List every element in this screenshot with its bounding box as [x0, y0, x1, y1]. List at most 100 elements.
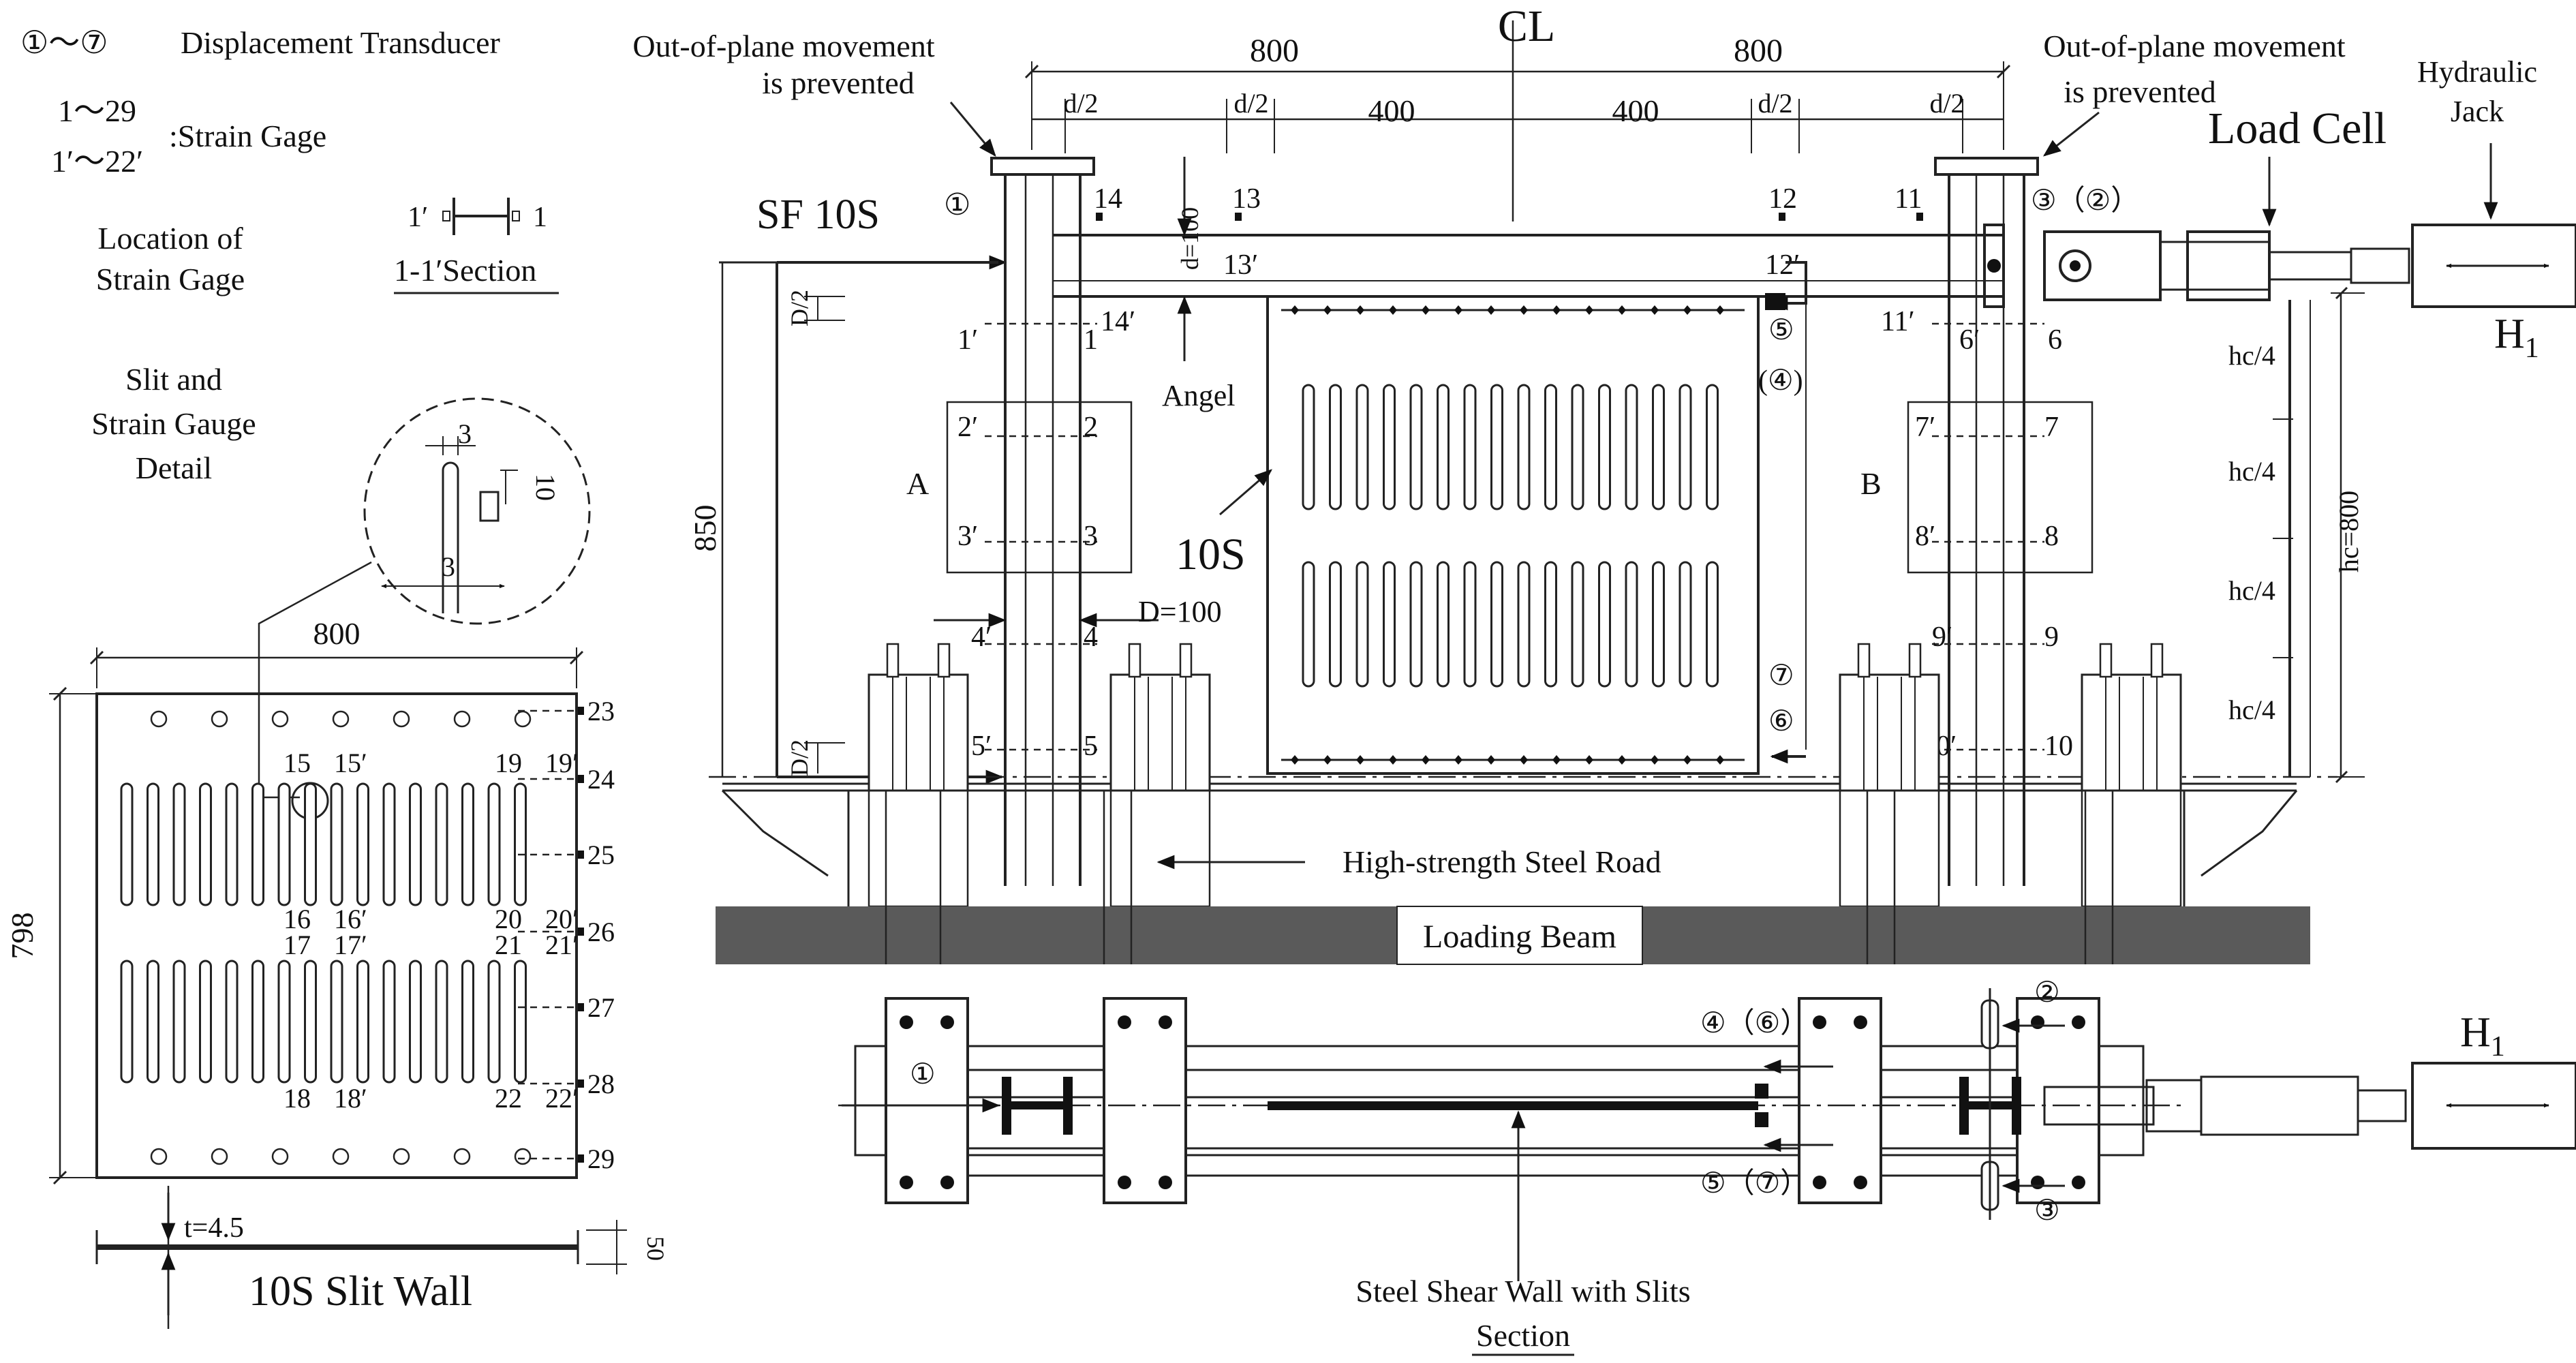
bolt-hole [150, 710, 168, 728]
gage-mark [578, 1003, 584, 1011]
wall-bolt [1552, 305, 1561, 315]
slit [1544, 384, 1557, 510]
edge-gage-label: 28 [587, 1069, 615, 1099]
slit [199, 960, 212, 1084]
gage-legend-text: :Strain Gage [169, 119, 326, 153]
hc800-label: hc=800 [2333, 491, 2364, 572]
slit [1517, 384, 1531, 510]
oop-right-line-1: Out-of-plane movement [2043, 29, 2345, 63]
anchor-block-lower [1109, 789, 1211, 908]
wall-bolt [1356, 305, 1364, 315]
slit [1329, 384, 1342, 510]
oop-right-line-2: is prevented [2064, 74, 2216, 109]
gage-11p: 11′ [1881, 306, 1915, 337]
gage-mark [578, 928, 584, 936]
hc4-1: hc/4 [2228, 340, 2275, 371]
thickness-label: t=4.5 [184, 1212, 244, 1244]
dim-850: 850 [688, 505, 722, 552]
gage-11: 11 [1895, 183, 1922, 215]
wall-bolt [1618, 305, 1626, 315]
wall-bolt [1716, 305, 1724, 315]
plan-bolt [2072, 1176, 2085, 1189]
slit [1329, 561, 1342, 688]
slit [1383, 384, 1396, 510]
wall-bolt [1323, 755, 1332, 765]
anchor-block-lower [2081, 789, 2182, 908]
gage-17: 17 [283, 930, 311, 960]
plan-wall-label: Steel Shear Wall with Slits [1355, 1274, 1690, 1308]
edge-gage-label: 23 [587, 696, 615, 726]
plan-transducer-1: ① [910, 1059, 936, 1090]
plan-bolt [940, 1176, 954, 1189]
plan-section: ① ④（⑥） ⑤（⑦） ② ③ H1 Steel Shear Wall with… [838, 977, 2576, 1356]
bolt-hole [393, 710, 410, 728]
slit [1302, 561, 1315, 688]
wall-10s-label: 10S [1176, 530, 1246, 579]
wall-bolt [1683, 755, 1691, 765]
gage-22p: 22′ [545, 1083, 579, 1114]
edge-gage-label: 29 [587, 1144, 615, 1174]
oop-left-line-1: Out-of-plane movement [632, 29, 934, 63]
gage-1: 1 [1084, 324, 1098, 356]
slit [304, 960, 317, 1084]
d2-label-3: d/2 [1758, 88, 1792, 119]
gage-17p: 17′ [334, 930, 367, 960]
gage-3p: 3′ [957, 521, 978, 552]
plan-bolt [1854, 1176, 1867, 1189]
plan-bolt [1159, 1015, 1172, 1029]
slit [1409, 384, 1423, 510]
slit-detail-line-3: Detail [136, 450, 212, 485]
plan-bolt [1813, 1176, 1826, 1189]
plan-bolt [1118, 1176, 1131, 1189]
d2-label-2: d/2 [1233, 88, 1268, 119]
anchor-nut [937, 643, 951, 678]
slit [514, 782, 527, 906]
gage-14p: 14′ [1101, 306, 1135, 337]
wall-slits [1302, 384, 1719, 688]
slit [356, 960, 369, 1084]
wall-height-label: 798 [5, 913, 40, 960]
slit [1302, 384, 1315, 510]
plan-bolt [900, 1015, 913, 1029]
detail-dim-side: 10 [530, 474, 561, 501]
transducer-symbols: ①～⑦ [20, 25, 108, 60]
left-h-section [1002, 1077, 1073, 1135]
gage-20: 20 [495, 904, 522, 934]
plan-bolt [2031, 1015, 2044, 1029]
h1-sub: 1 [2525, 333, 2539, 364]
wall-width-label: 800 [313, 616, 361, 651]
gage-15: 15 [283, 748, 311, 778]
anchor-block-lower [1839, 789, 1940, 908]
wall-bolt [1585, 305, 1593, 315]
slit-detail-circle: 3 10 3 [363, 397, 591, 625]
wall-bolt [1323, 305, 1332, 315]
plan-bolt [1854, 1015, 1867, 1029]
gage-9p: 9′ [1932, 622, 1952, 653]
wall-bolt [1454, 305, 1462, 315]
zone-a-label: A [906, 466, 929, 501]
plan-bolt [1813, 1015, 1826, 1029]
specimen-label: SF 10S [756, 192, 880, 238]
d2-label-1: d/2 [1063, 88, 1098, 119]
slit [277, 782, 291, 906]
gage-8p: 8′ [1915, 521, 1935, 552]
slit [147, 960, 159, 1084]
edge-gage-label: 26 [587, 917, 615, 947]
slit-wall-caption: 10S Slit Wall [249, 1268, 472, 1315]
anchor-nut [1857, 643, 1871, 678]
slit [304, 782, 317, 906]
plan-h1-sub: 1 [2491, 1031, 2505, 1062]
slit [1652, 561, 1665, 688]
gage-9: 9 [2044, 622, 2059, 653]
slit [251, 960, 264, 1084]
bolt-hole [332, 1148, 350, 1165]
slit [1652, 384, 1665, 510]
dim-800-left: 800 [1250, 33, 1299, 69]
gage-2p: 2′ [957, 412, 978, 443]
slit [1437, 561, 1450, 688]
slit [487, 782, 501, 906]
gage-12p: 12′ [1765, 249, 1800, 281]
wall-bolt [1487, 755, 1495, 765]
